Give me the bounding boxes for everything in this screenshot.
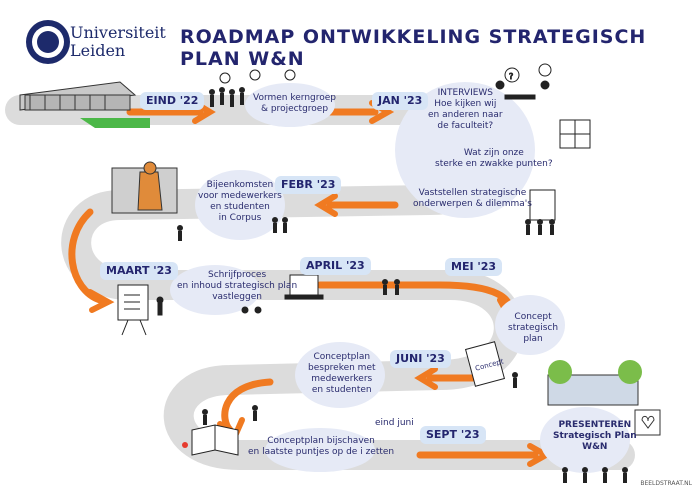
date-sept23: SEPT '23 bbox=[420, 426, 486, 444]
label-schrijfproces: Schrijfproces en inhoud strategisch plan… bbox=[177, 270, 298, 302]
people-vaststellen-icon bbox=[525, 189, 556, 235]
date-jan23: JAN '23 bbox=[372, 92, 429, 110]
logo-line2: Leiden bbox=[70, 41, 126, 60]
logo-line1: Universiteit bbox=[70, 23, 166, 42]
date-april23: APRIL '23 bbox=[300, 257, 371, 275]
label-vaststellen: Vaststellen strategische onderwerpen & d… bbox=[413, 188, 532, 209]
date-eind22: EIND '22 bbox=[140, 92, 205, 110]
blob-schrijfproces bbox=[170, 265, 260, 315]
people-bijschaven-icon bbox=[202, 405, 258, 425]
people-corpus-icon bbox=[177, 217, 288, 241]
arrow-febr23 bbox=[314, 193, 399, 217]
flipchart-icon bbox=[117, 284, 164, 336]
label-kerngroep: Vormen kerngroep & projectgroep bbox=[253, 93, 337, 114]
label-bijschaven: Conceptplan bijschaven en laatste puntje… bbox=[248, 436, 395, 457]
credit: BEELDSTRAAT.NL bbox=[640, 480, 692, 487]
blob-concept bbox=[495, 295, 565, 355]
date-mei23: MEI '23 bbox=[445, 258, 503, 276]
blob-presenteren bbox=[540, 407, 630, 473]
label-presenteren: PRESENTEREN Strategisch Plan W&N bbox=[553, 420, 637, 452]
label-sterke-zwakke: Wat zijn onze sterke en zwakke punten? bbox=[435, 148, 553, 169]
people-juni-icon bbox=[512, 372, 518, 388]
interview-icon: ? bbox=[495, 63, 552, 100]
final-building-icon bbox=[547, 360, 661, 436]
people-final-icon bbox=[562, 467, 628, 483]
label-interviews: INTERVIEWS Hoe kijken wij en anderen naa… bbox=[428, 88, 503, 131]
svg-text:?: ? bbox=[509, 72, 513, 81]
blob-bijeenkomsten bbox=[195, 170, 285, 240]
page-title: ROADMAP ONTWIKKELING STRATEGISCH PLAN W&… bbox=[180, 26, 647, 70]
blob-vormen bbox=[245, 83, 335, 127]
label-concept-plan: Concept strategisch plan bbox=[508, 312, 559, 344]
label-eind-juni: eind juni bbox=[375, 418, 414, 428]
label-conceptplan-bespreken: Conceptplan bespreken met medewerkers en… bbox=[308, 352, 376, 395]
university-seal-icon bbox=[26, 20, 70, 64]
blob-conceptplan bbox=[295, 342, 385, 408]
date-juni23: JUNI '23 bbox=[390, 350, 451, 368]
blob-bijschaven bbox=[265, 428, 375, 472]
people-kerngroep-icon bbox=[209, 69, 296, 107]
blob-interviews bbox=[395, 82, 535, 218]
walkers-icon bbox=[382, 279, 400, 295]
corpus-statue-icon bbox=[111, 161, 178, 214]
laptop-icon bbox=[241, 274, 324, 314]
date-maart23: MAART '23 bbox=[100, 262, 178, 280]
building-icon bbox=[19, 81, 150, 128]
university-logo: Universiteit Leiden bbox=[70, 24, 166, 60]
label-bijeenkomsten: Bijeenkomsten voor medewerkers en studen… bbox=[198, 180, 282, 223]
concept-document-icon bbox=[464, 341, 506, 387]
date-febr23: FEBR '23 bbox=[275, 176, 342, 194]
arrow-juni23 bbox=[414, 366, 479, 390]
arrow-maart23 bbox=[68, 208, 115, 313]
notebook-icon bbox=[182, 424, 239, 456]
analysis-board-icon bbox=[559, 119, 591, 149]
